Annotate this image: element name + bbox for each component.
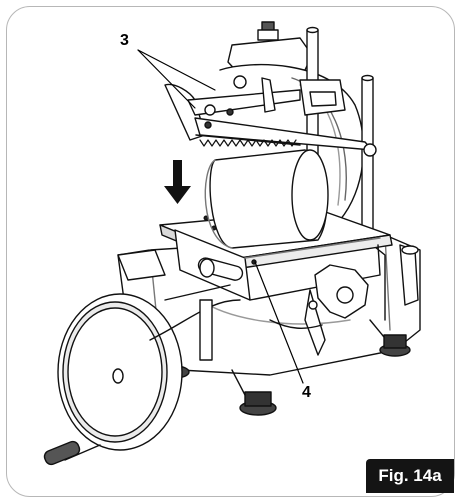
- callout-leaders: [137, 49, 304, 384]
- handwheel: [43, 284, 241, 466]
- thickness-knob: [269, 264, 369, 356]
- callout-4: 4: [302, 384, 311, 401]
- figure-label: Fig. 14a: [366, 459, 454, 493]
- meat-holder-arm: [164, 77, 377, 157]
- callout-3: 3: [120, 32, 129, 49]
- sliding-table: [159, 209, 393, 301]
- right-legs: [319, 234, 419, 321]
- down-arrow: [164, 160, 191, 204]
- meat-product: [204, 149, 329, 249]
- left-rail: [117, 249, 213, 361]
